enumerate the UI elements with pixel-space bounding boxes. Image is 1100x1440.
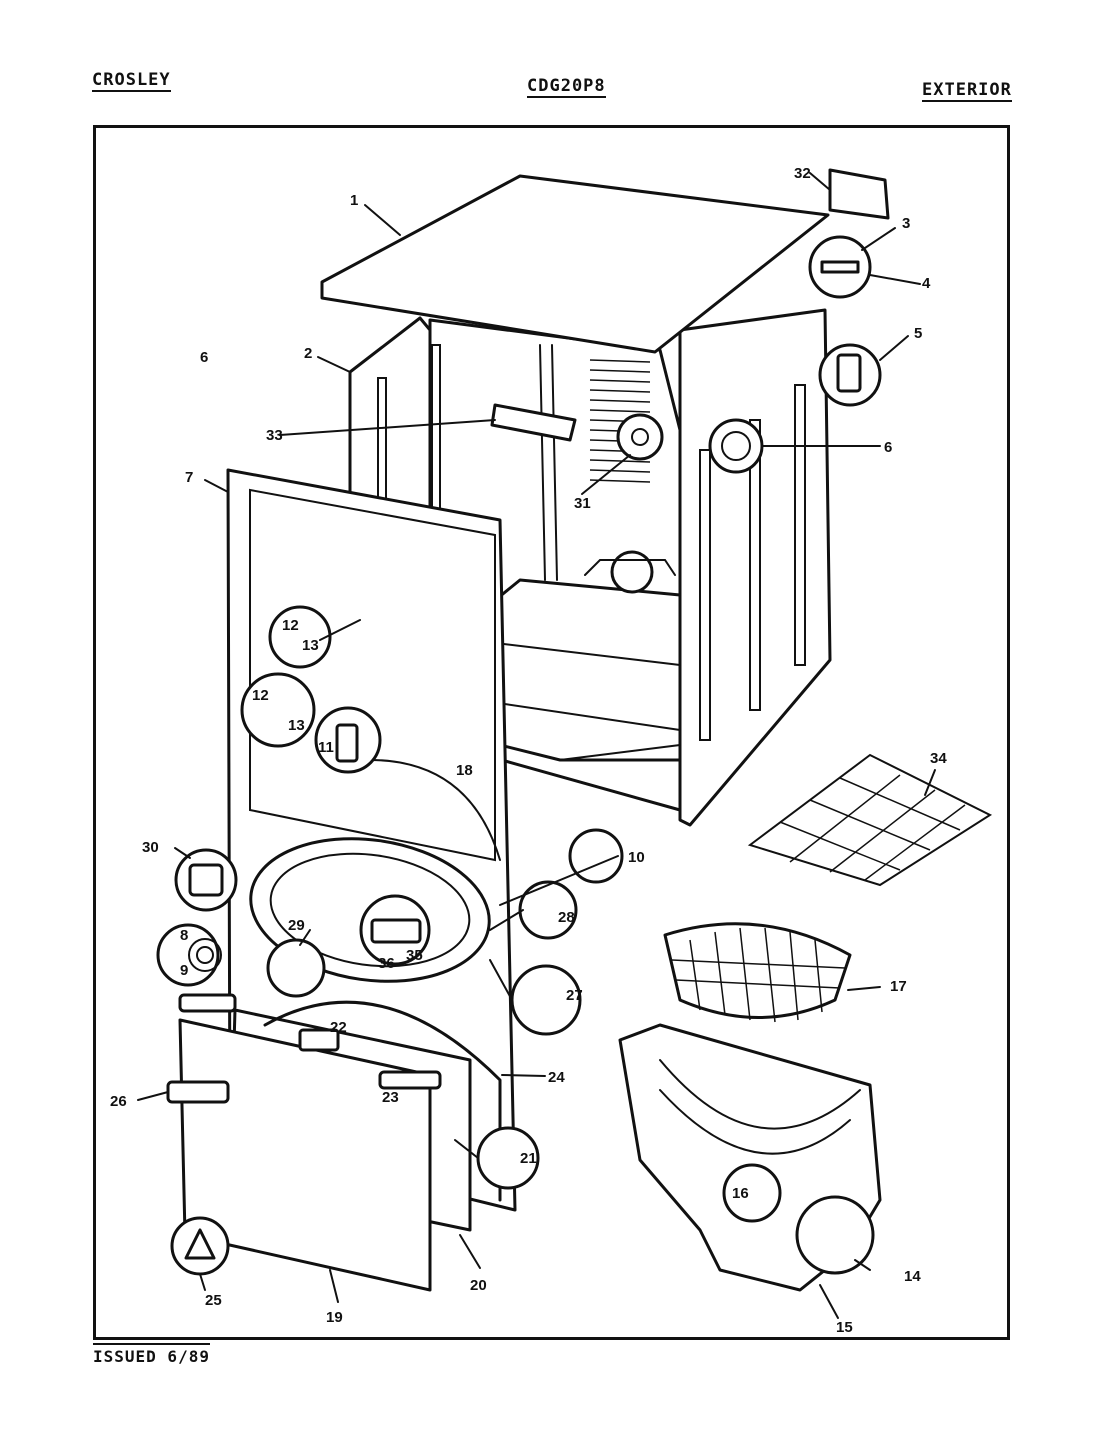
callout-numbers: 1 2 3 4 5 6 6 7 8 9 10 11 12 12 13 13 14… xyxy=(110,165,947,1336)
svg-text:5: 5 xyxy=(914,325,922,342)
svg-text:23: 23 xyxy=(382,1089,399,1106)
svg-text:15: 15 xyxy=(836,1319,853,1336)
brand-label: CROSLEY xyxy=(92,70,171,92)
svg-text:1: 1 xyxy=(350,192,358,209)
svg-text:31: 31 xyxy=(574,495,591,512)
svg-text:13: 13 xyxy=(302,637,319,654)
svg-text:24: 24 xyxy=(548,1069,565,1086)
svg-text:17: 17 xyxy=(890,978,907,995)
detail-circles xyxy=(156,235,882,1276)
svg-text:7: 7 xyxy=(185,469,193,486)
svg-text:6: 6 xyxy=(200,349,208,366)
leader-lines xyxy=(137,172,936,1319)
svg-text:27: 27 xyxy=(566,987,583,1004)
svg-text:34: 34 xyxy=(930,750,947,767)
svg-text:11: 11 xyxy=(318,739,334,756)
svg-text:13: 13 xyxy=(288,717,305,734)
duct-assembly xyxy=(618,922,882,1292)
svg-text:26: 26 xyxy=(110,1093,127,1110)
svg-text:14: 14 xyxy=(904,1268,921,1285)
svg-text:12: 12 xyxy=(252,687,269,704)
svg-text:6: 6 xyxy=(884,439,892,456)
svg-text:4: 4 xyxy=(922,275,931,292)
section-label: EXTERIOR xyxy=(922,80,1012,102)
svg-text:20: 20 xyxy=(470,1277,487,1294)
svg-text:33: 33 xyxy=(266,427,283,444)
svg-text:19: 19 xyxy=(326,1309,343,1326)
svg-text:22: 22 xyxy=(330,1019,347,1036)
svg-text:32: 32 xyxy=(794,165,811,182)
top-panel xyxy=(320,174,830,354)
svg-text:21: 21 xyxy=(520,1150,537,1167)
svg-text:29: 29 xyxy=(288,917,305,934)
svg-text:25: 25 xyxy=(205,1292,222,1309)
bracket-32 xyxy=(828,168,890,220)
diagram-frame xyxy=(93,125,1010,1340)
svg-text:9: 9 xyxy=(180,962,188,979)
drying-rack xyxy=(747,753,993,887)
svg-text:2: 2 xyxy=(304,345,312,362)
svg-text:8: 8 xyxy=(180,927,188,944)
svg-text:12: 12 xyxy=(282,617,299,634)
svg-text:36: 36 xyxy=(378,955,395,972)
issued-date: ISSUED 6/89 xyxy=(93,1343,210,1366)
svg-text:28: 28 xyxy=(558,909,575,926)
svg-text:10: 10 xyxy=(628,849,645,866)
model-label: CDG20P8 xyxy=(527,76,606,98)
door-handle xyxy=(166,1080,230,1104)
svg-text:30: 30 xyxy=(142,839,159,856)
svg-text:16: 16 xyxy=(732,1185,749,1202)
svg-text:18: 18 xyxy=(456,762,473,779)
svg-text:3: 3 xyxy=(902,215,910,232)
svg-text:35: 35 xyxy=(406,947,423,964)
